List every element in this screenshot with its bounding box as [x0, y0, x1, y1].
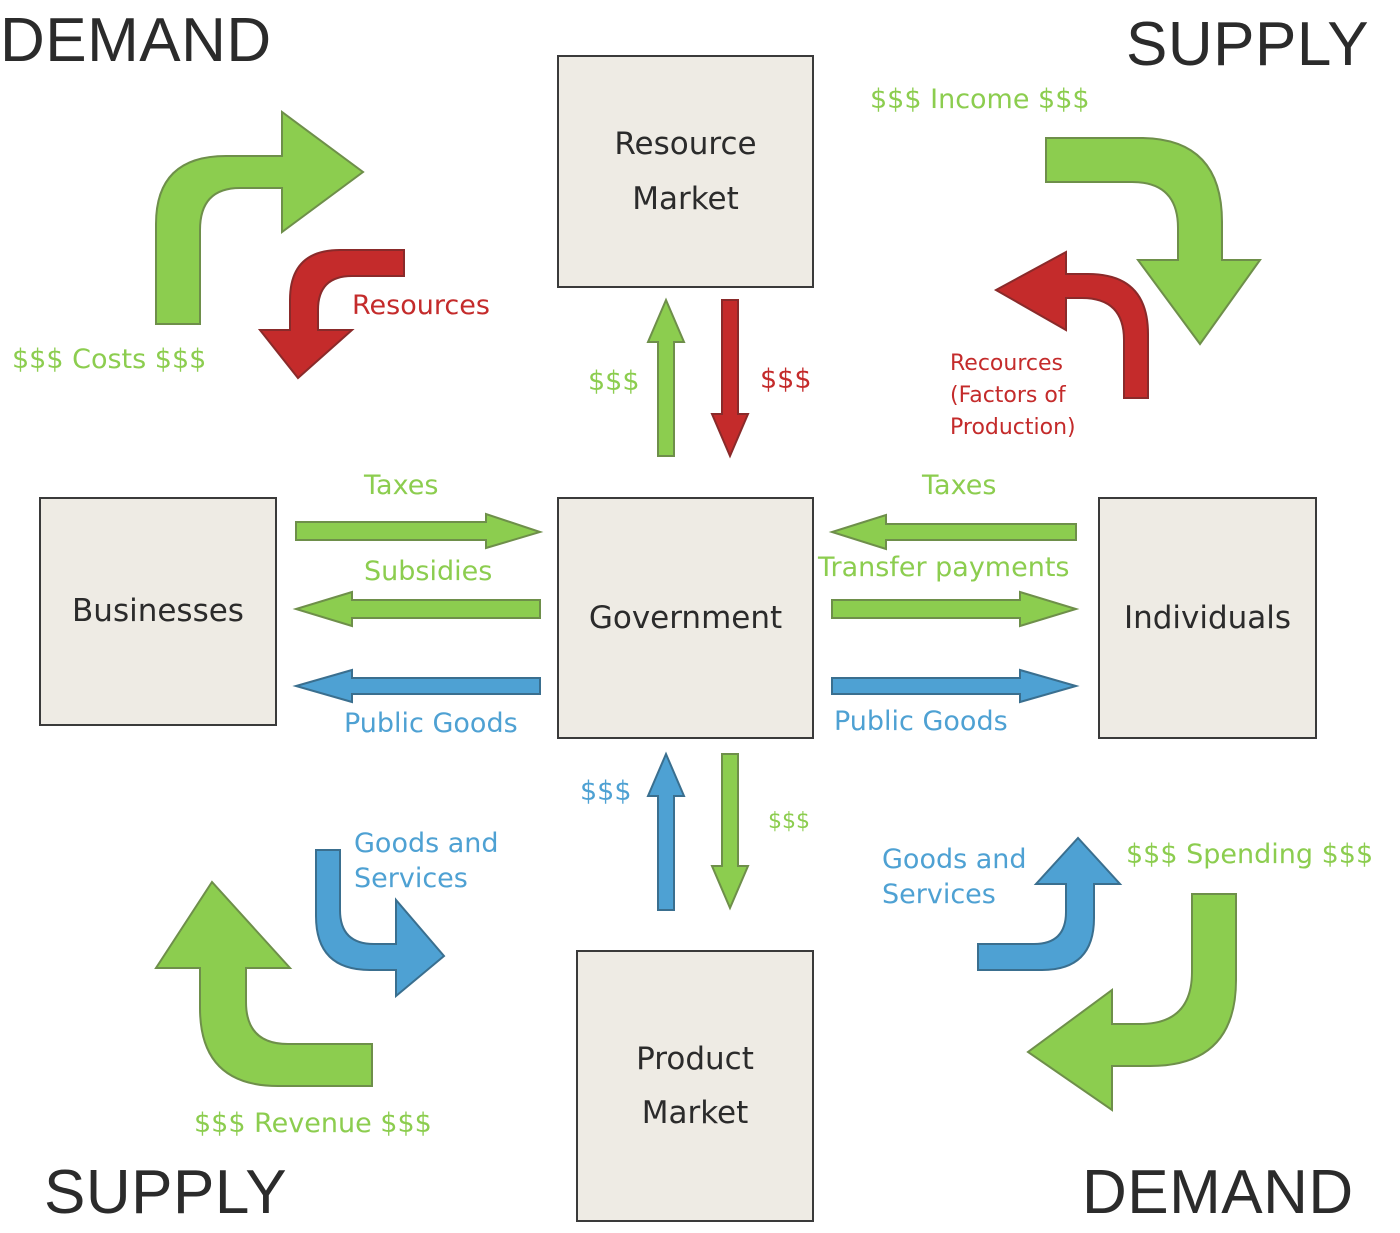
money-down-arrow-top: [710, 299, 750, 459]
money-up-arrow-bottom: [646, 751, 686, 911]
taxes-arrow-left: [295, 512, 544, 550]
costs-label: $$$ Costs $$$: [12, 344, 207, 375]
goods-services-label-left: Goods and Services: [354, 828, 499, 895]
income-flow-arrow: [1045, 137, 1262, 346]
taxes-arrow-right: [828, 513, 1077, 551]
taxes-label-left: Taxes: [364, 470, 439, 501]
resources-label-right: Recources (Factors of Production): [950, 351, 1076, 440]
corner-label-demand-top: DEMAND: [0, 6, 272, 75]
resources-label-left: Resources: [352, 290, 490, 321]
subsidies-arrow: [292, 590, 541, 628]
individuals-box: Individuals: [1098, 497, 1317, 739]
resource-market-label: Resource Market: [614, 126, 757, 217]
public-goods-arrow-left: [292, 668, 541, 704]
goods-services-flow-arrow-right: [977, 836, 1123, 971]
public-goods-label-right: Public Goods: [834, 706, 1008, 737]
transfer-payments-label: Transfer payments: [818, 552, 1070, 583]
product-market-label: Product Market: [636, 1040, 754, 1131]
money-label-resource-to-gov: $$$: [760, 364, 812, 395]
money-label-gov-to-resource: $$$: [588, 366, 640, 397]
money-up-arrow-top: [646, 297, 686, 457]
government-box: Government: [557, 497, 814, 739]
costs-flow-arrow: [155, 110, 365, 325]
corner-label-supply-top: SUPPLY: [1126, 10, 1370, 79]
corner-label-demand-bottom: DEMAND: [1082, 1158, 1354, 1227]
taxes-label-right: Taxes: [922, 470, 997, 501]
money-label-gov-to-product: $$$: [768, 809, 810, 834]
public-goods-arrow-right: [831, 668, 1080, 704]
government-label: Government: [588, 599, 783, 636]
goods-services-label-right: Goods and Services: [882, 844, 1027, 911]
money-label-product-to-gov: $$$: [580, 776, 632, 807]
transfer-payments-arrow: [831, 590, 1080, 628]
resources-flow-arrow-right: [993, 250, 1149, 399]
product-market-box: Product Market: [576, 950, 814, 1222]
income-label: $$$ Income $$$: [870, 84, 1090, 115]
subsidies-label: Subsidies: [364, 556, 493, 587]
resource-market-box: Resource Market: [557, 55, 814, 288]
resources-flow-arrow-left: [257, 249, 405, 380]
revenue-label: $$$ Revenue $$$: [194, 1108, 432, 1139]
businesses-label: Businesses: [72, 593, 244, 630]
spending-label: $$$ Spending $$$: [1126, 839, 1374, 870]
individuals-label: Individuals: [1123, 599, 1292, 636]
money-down-arrow-bottom: [710, 753, 750, 911]
public-goods-label-left: Public Goods: [344, 708, 518, 739]
spending-flow-arrow: [1026, 893, 1237, 1112]
corner-label-supply-bottom: SUPPLY: [44, 1158, 288, 1227]
businesses-box: Businesses: [39, 497, 277, 726]
revenue-flow-arrow: [154, 880, 373, 1087]
goods-services-flow-arrow-left: [315, 849, 446, 999]
